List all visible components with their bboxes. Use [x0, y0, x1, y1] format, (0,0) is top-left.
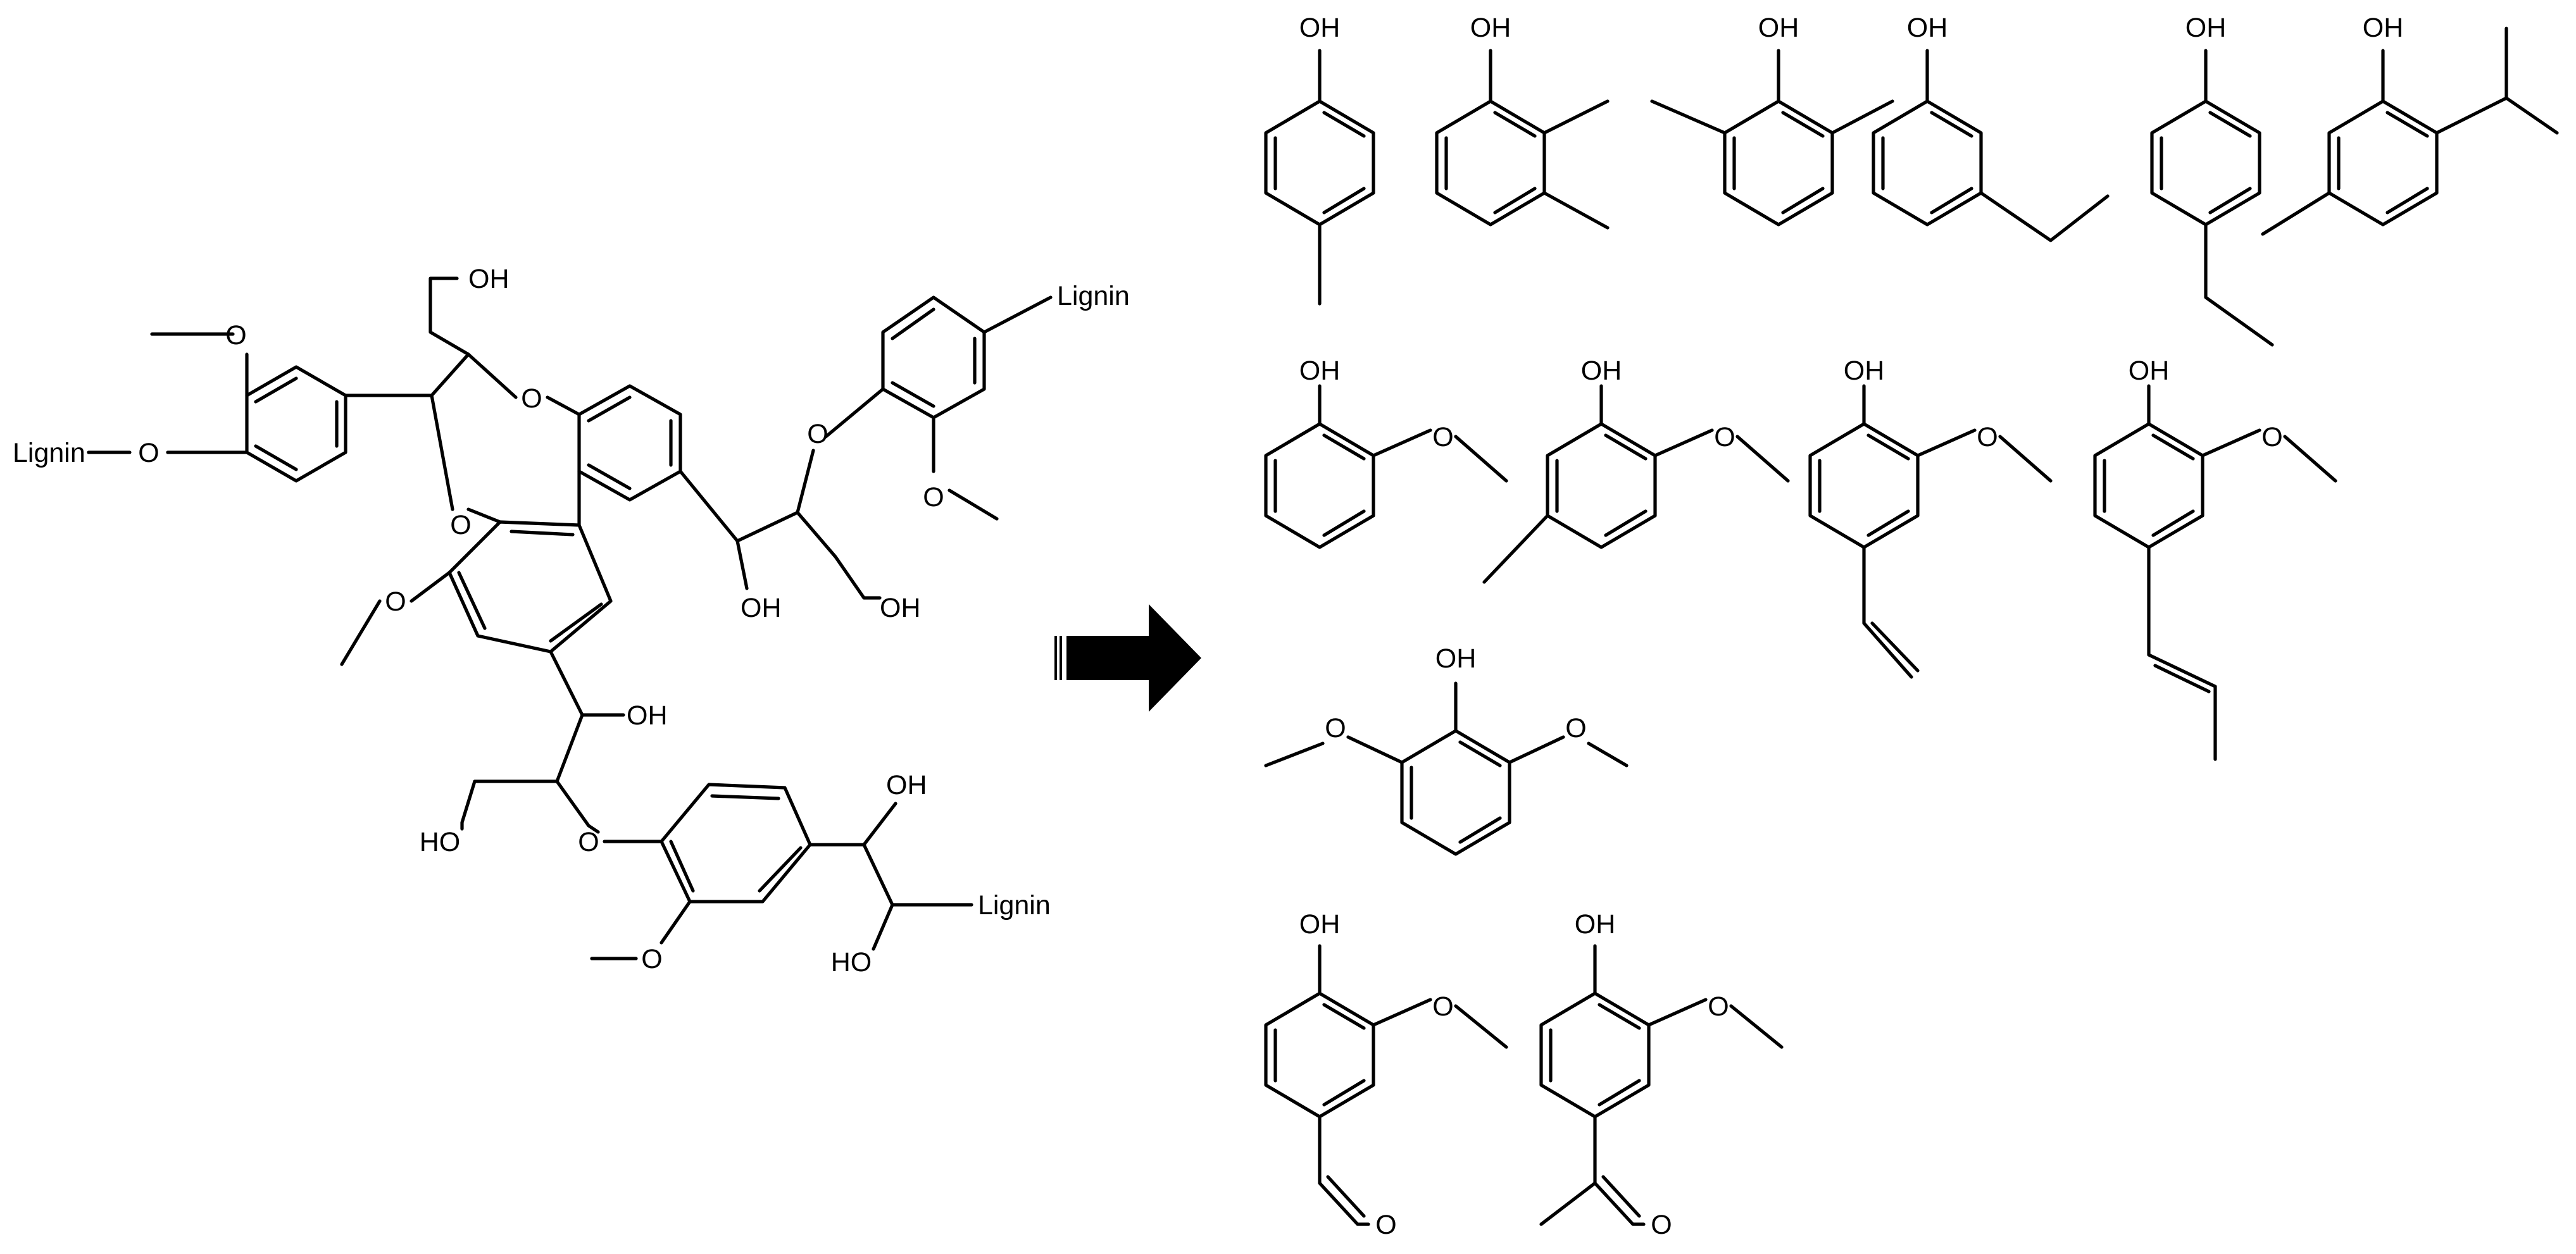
arrow-body [1066, 604, 1201, 712]
methoxy-o-label: O [1977, 422, 1998, 452]
product-2-3-dimethylphenol: OH [1435, 13, 1610, 230]
product-label: OH [2129, 356, 2170, 386]
product-isoeugenol: OH O [2093, 356, 2337, 761]
lignin-label-3: Lignin [978, 890, 1051, 921]
methoxy-o-label: O [1714, 422, 1735, 452]
atom-label-terminal-oh-b: HO [831, 947, 872, 978]
methoxy-bond-c [340, 571, 451, 666]
product-label: OH [2363, 13, 2404, 43]
methoxy-bond-e [590, 900, 692, 960]
atom-label-methoxy-o-d: O [923, 482, 944, 512]
product-4-vinylguaiacol: OH O [1808, 356, 2053, 679]
product-acetovanillone: OH O O [1539, 909, 1784, 1240]
lignin-ring-a [245, 365, 347, 483]
dioxepine-ring [344, 352, 581, 524]
atom-label-side-ether-right: O [807, 419, 828, 449]
product-label: OH [1844, 356, 1885, 386]
atom-label-side-oh-bottom-a: OH [627, 700, 668, 731]
methoxy-bond-a [150, 332, 249, 397]
lignin-ring-d [881, 295, 986, 419]
lignin-bond-d [982, 295, 1053, 334]
methoxy-o-label: O [1565, 713, 1586, 743]
methoxy-o-label: O [1432, 422, 1453, 452]
atom-label-ch2oh: OH [468, 264, 510, 294]
product-thymol: OH [2261, 13, 2559, 236]
lignin-ring-b [577, 384, 682, 502]
atom-label-ether-o-a: O [138, 438, 159, 468]
product-vanillin: OH O O [1264, 909, 1508, 1240]
lignin-label-1: Lignin [13, 438, 85, 468]
product-label: OH [1581, 356, 1622, 386]
methoxy-o-label: O [1432, 991, 1453, 1022]
product-label: OH [1299, 356, 1341, 386]
product-label: OH [1299, 909, 1341, 940]
reaction-arrow [1054, 604, 1201, 712]
product-3-ethylphenol: OH [1872, 13, 2110, 242]
atom-label-side-oh-right-b: OH [880, 593, 921, 623]
methoxy-o-label: O [1325, 713, 1346, 743]
product-guaiacol: OH O [1264, 356, 1508, 549]
ch2oh-bond [428, 276, 470, 356]
atom-label-side-oh-bottom-b: HO [420, 827, 461, 857]
product-label: OH [1435, 643, 1477, 674]
terminal-chain [808, 802, 973, 951]
product-label: OH [1575, 909, 1616, 940]
product-label: OH [1907, 13, 1948, 43]
product-4-ethylphenol: OH [2150, 13, 2274, 347]
atom-label-methoxy-o-e: O [641, 944, 662, 974]
lignin-label-2: Lignin [1057, 281, 1130, 311]
product-label: OH [1758, 13, 1799, 43]
product-label: OH [2185, 13, 2227, 43]
side-chain-bottom [460, 650, 625, 834]
methoxy-o-label: O [1708, 991, 1729, 1022]
product-label: OH [1299, 13, 1341, 43]
atom-label-side-oh-right-a: OH [741, 593, 782, 623]
methoxy-bond-d [932, 416, 999, 521]
side-ether-to-ring-d [824, 387, 885, 438]
lignin-ring-c [447, 520, 613, 654]
product-label: O [1375, 1210, 1396, 1240]
product-p-cresol: OH [1264, 13, 1375, 306]
lignin-model-structure: O O Lignin OH O O O O OH OH [13, 264, 1130, 978]
side-chain-right [678, 449, 882, 600]
lignin-ring-e [660, 783, 812, 903]
product-label: OH [1470, 13, 1511, 43]
product-label: O [1651, 1210, 1672, 1240]
atom-label-methoxy-o-c: O [385, 587, 406, 617]
atom-label-side-ether-bottom: O [578, 827, 599, 857]
product-syringol: OH O O [1264, 643, 1629, 856]
atom-label-ring-ether-bottom: O [450, 510, 471, 540]
atom-label-ring-ether-top: O [521, 383, 542, 414]
product-2-6-dimethylphenol: OH [1650, 13, 1894, 227]
atom-label-terminal-oh-a: OH [886, 770, 927, 800]
arrow-hatch [1054, 636, 1062, 680]
atom-label-methoxy-o-a: O [225, 320, 246, 351]
methoxy-o-label: O [2261, 422, 2282, 452]
product-5-methylguaiacol: OH O [1482, 356, 1790, 584]
